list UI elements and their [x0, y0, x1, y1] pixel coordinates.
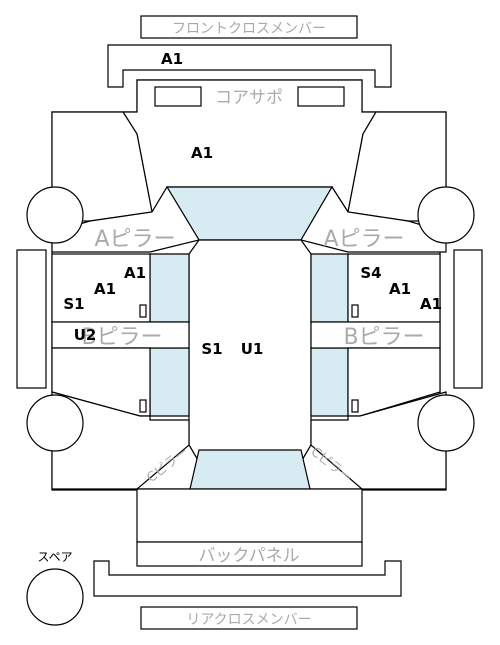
front-cross-member-box[interactable]	[140, 15, 358, 39]
code-hood: A1	[191, 144, 213, 162]
front-left-tire[interactable]	[26, 186, 84, 244]
right-rear-handle	[351, 399, 359, 413]
a-pillar-right-label: Aピラー	[323, 227, 404, 252]
right-rear-door-glass[interactable]	[310, 347, 349, 417]
left-front-door-glass[interactable]	[149, 253, 190, 323]
spare-label: スペア	[37, 550, 72, 564]
right-rear-door[interactable]	[347, 347, 441, 417]
rear-left-tire[interactable]	[26, 394, 84, 452]
rear-cross-member-label: リアクロスメンバー	[186, 612, 311, 628]
left-b-pillar[interactable]	[51, 321, 190, 349]
rear-glass[interactable]	[189, 449, 311, 490]
rear-cross-member-box[interactable]	[140, 606, 358, 630]
code-right-a1-lower: A1	[420, 295, 442, 313]
b-pillar-right-label: Bピラー	[343, 325, 424, 350]
left-rear-handle	[139, 399, 147, 413]
code-left-a1-upper: A1	[124, 264, 146, 282]
code-left-a1-lower: A1	[94, 280, 116, 298]
left-side-step[interactable]	[16, 249, 47, 389]
right-front-door-glass[interactable]	[310, 253, 349, 323]
back-panel-box[interactable]	[136, 541, 363, 567]
left-front-handle	[139, 304, 147, 318]
spare-tire[interactable]	[26, 568, 84, 626]
left-rear-door-glass[interactable]	[149, 347, 190, 417]
core-support-label: コアサポ	[215, 88, 283, 108]
core-support-left-box[interactable]	[154, 86, 202, 107]
code-roof-s1: S1	[201, 340, 222, 358]
trunk[interactable]	[136, 488, 363, 543]
front-bumper[interactable]	[107, 44, 392, 88]
code-right-s4: S4	[360, 264, 381, 282]
code-right-a1-upper: A1	[389, 280, 411, 298]
code-left-s1: S1	[63, 295, 84, 313]
code-front-bumper: A1	[161, 50, 183, 68]
b-pillar-left-label: Bピラー	[81, 325, 162, 350]
front-right-tire[interactable]	[417, 186, 475, 244]
back-panel-label: バックパネル	[198, 546, 299, 566]
rear-bumper[interactable]	[93, 560, 402, 597]
rear-right-tire[interactable]	[417, 394, 475, 452]
right-side-step[interactable]	[453, 249, 483, 389]
right-front-handle	[351, 304, 359, 318]
code-left-u2: U2	[74, 326, 97, 344]
left-front-door[interactable]	[51, 253, 151, 323]
front-cross-member-label: フロントクロスメンバー	[172, 21, 326, 37]
core-support-right-box[interactable]	[297, 86, 345, 107]
code-roof-u1: U1	[241, 340, 264, 358]
a-pillar-left-label: Aピラー	[94, 227, 175, 252]
